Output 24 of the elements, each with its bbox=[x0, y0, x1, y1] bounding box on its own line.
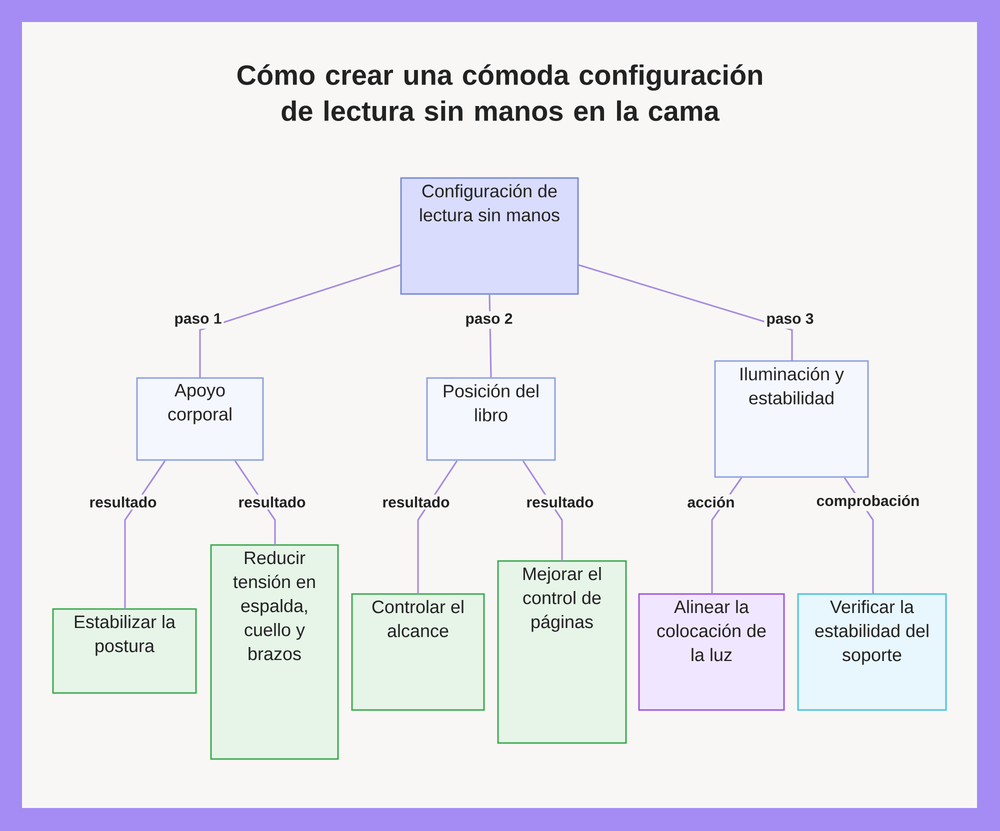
process-box: Alinear la colocación de la luz bbox=[638, 593, 785, 711]
process-box: Estabilizar la postura bbox=[52, 608, 197, 694]
edge-label: paso 3 bbox=[764, 311, 816, 329]
edge-label: acción bbox=[685, 494, 737, 510]
process-box: Mejorar el control de páginas bbox=[497, 560, 627, 744]
process-box: Posición del libro bbox=[426, 377, 556, 461]
process-box: Controlar el alcance bbox=[351, 593, 485, 711]
connector-line bbox=[417, 460, 458, 594]
edge-label: resultado bbox=[524, 494, 596, 510]
connector-line bbox=[124, 460, 166, 609]
edge-label: comprobación bbox=[814, 492, 922, 512]
edge-label: paso 2 bbox=[463, 311, 515, 329]
edge-label: resultado bbox=[236, 494, 308, 510]
process-box: Configuración de lectura sin manos bbox=[400, 177, 579, 295]
process-box: Verificar la estabilidad del soporte bbox=[797, 593, 947, 711]
connector-line bbox=[199, 264, 400, 378]
process-box: Reducir tensión en espalda, cuello y brazos bbox=[210, 544, 339, 760]
process-box: Iluminación y estabilidad bbox=[714, 360, 869, 478]
connector-line bbox=[578, 264, 793, 361]
edge-label: resultado bbox=[87, 494, 159, 510]
edge-label: resultado bbox=[380, 494, 452, 510]
process-box: Apoyo corporal bbox=[136, 377, 264, 461]
edge-label: paso 1 bbox=[172, 311, 224, 329]
title: Cómo crear una cómoda configuración de lectura sin manos en la cama bbox=[237, 64, 762, 121]
